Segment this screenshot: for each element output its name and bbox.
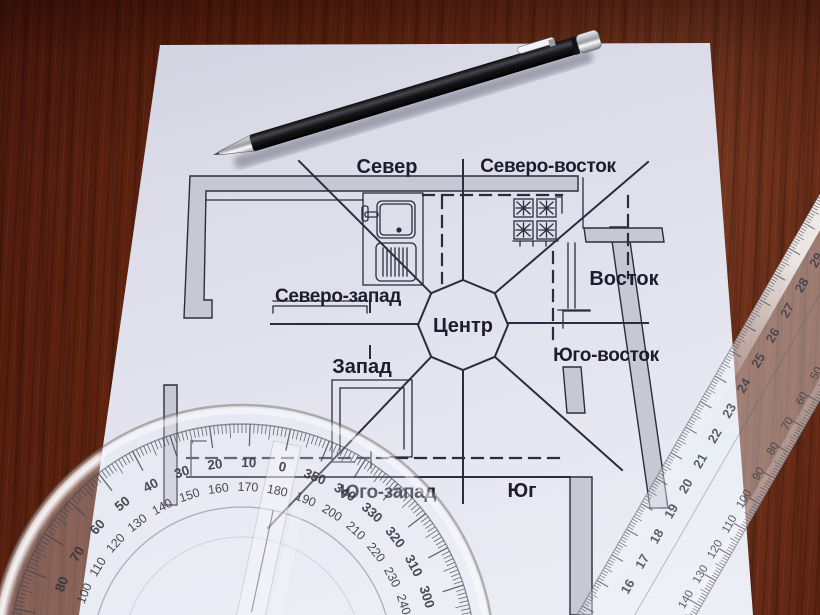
ruler-cm-label: 26: [762, 325, 782, 345]
plan-label-northwest: Северо-запад: [275, 286, 401, 307]
protractor-degree-label: 70: [67, 544, 88, 565]
ruler-cm-label: 28: [791, 275, 811, 295]
ruler-cm-label: 29: [806, 250, 820, 270]
ruler-mm-label: 60: [794, 390, 811, 407]
pencil-shadow: [234, 50, 593, 169]
wall-northwest-room: [183, 175, 579, 319]
east-door-lines: [557, 242, 591, 329]
wall-south-stub: [569, 476, 593, 615]
protractor-inner-arc2: [129, 536, 355, 615]
protractor-bevel: [0, 408, 488, 615]
ruler-cm-label: 20: [675, 476, 695, 496]
plan-label-west: Запад: [332, 356, 392, 378]
protractor-degree-label: 60: [87, 516, 108, 537]
protractor-degree-label: 160: [207, 480, 230, 497]
protractor-degree-label: 40: [141, 475, 161, 495]
wall-southwest: [163, 384, 178, 506]
ruler-cm-label: 22: [704, 426, 724, 446]
ruler-cm-label: 19: [661, 501, 681, 521]
protractor-degree-label: 50: [112, 493, 133, 514]
protractor-degree-label: 20: [206, 456, 223, 473]
sink-icon: [361, 192, 424, 286]
protractor-degree-label: 30: [172, 463, 191, 482]
wall-northeast-divider: [583, 227, 665, 243]
pencil-clip-foot: [548, 38, 556, 47]
ruler-cm-label: 17: [632, 551, 652, 571]
plan-label-north: Север: [357, 156, 418, 178]
protractor-rim-highlight: [0, 453, 105, 615]
ruler-cm-label: 23: [719, 401, 739, 421]
protractor-degree-label: 0: [277, 459, 287, 475]
plan-label-center: Центр: [433, 315, 493, 337]
protractor-inner-arc: [97, 506, 387, 615]
ruler-center-groove: [579, 0, 820, 615]
ruler-body: [536, 0, 820, 615]
ruler-cm-label: 25: [748, 350, 768, 370]
sector-lines: [266, 159, 650, 530]
plan-label-south: Юг: [508, 480, 537, 502]
plan-label-east: Восток: [589, 268, 659, 290]
wall-east-lower: [562, 366, 586, 414]
ruler-cm-label: 21: [690, 451, 710, 471]
ruler-cm-label: 18: [646, 526, 666, 546]
pencil: [213, 29, 602, 169]
floor-plan: Север Северо-восток Северо-запад Восток …: [163, 156, 669, 615]
pencil-body: [249, 38, 577, 151]
protractor-degree-label: 240: [394, 592, 414, 615]
stove-icon: [512, 196, 563, 247]
protractor-degree-label: 300: [416, 584, 437, 610]
ruler-mm-label: 50: [808, 365, 820, 382]
protractor: 0180101702016030150401405013060120701108…: [0, 403, 492, 615]
protractor-ticks: [13, 424, 471, 615]
plan-label-northeast: Северо-восток: [480, 156, 616, 177]
protractor-degree-label: 150: [177, 485, 201, 505]
wall-east: [609, 226, 669, 509]
protractor-degree-label: 80: [52, 574, 72, 594]
ruler-ticks: [577, 194, 820, 615]
ruler-mm-label: 80: [765, 440, 782, 457]
ruler-mm-label: 90: [750, 465, 767, 482]
ruler-shine: [537, 0, 820, 615]
west-box: [331, 379, 413, 469]
pencil-ferrule: [570, 36, 581, 55]
ruler-lower-band: [616, 20, 820, 615]
ruler-cm-label: 27: [777, 300, 797, 320]
plan-label-southeast: Юго-восток: [553, 345, 660, 366]
northwest-room-south-wall: [272, 300, 368, 314]
protractor-degree-label: 180: [266, 482, 289, 500]
ruler-mm-label: 70: [779, 415, 796, 432]
protractor-degree-label: 10: [241, 455, 257, 471]
protractor-degree-label: 170: [237, 480, 258, 495]
ruler-cm-label: 16: [617, 576, 637, 596]
pencil-eraser-cap: [575, 29, 602, 54]
